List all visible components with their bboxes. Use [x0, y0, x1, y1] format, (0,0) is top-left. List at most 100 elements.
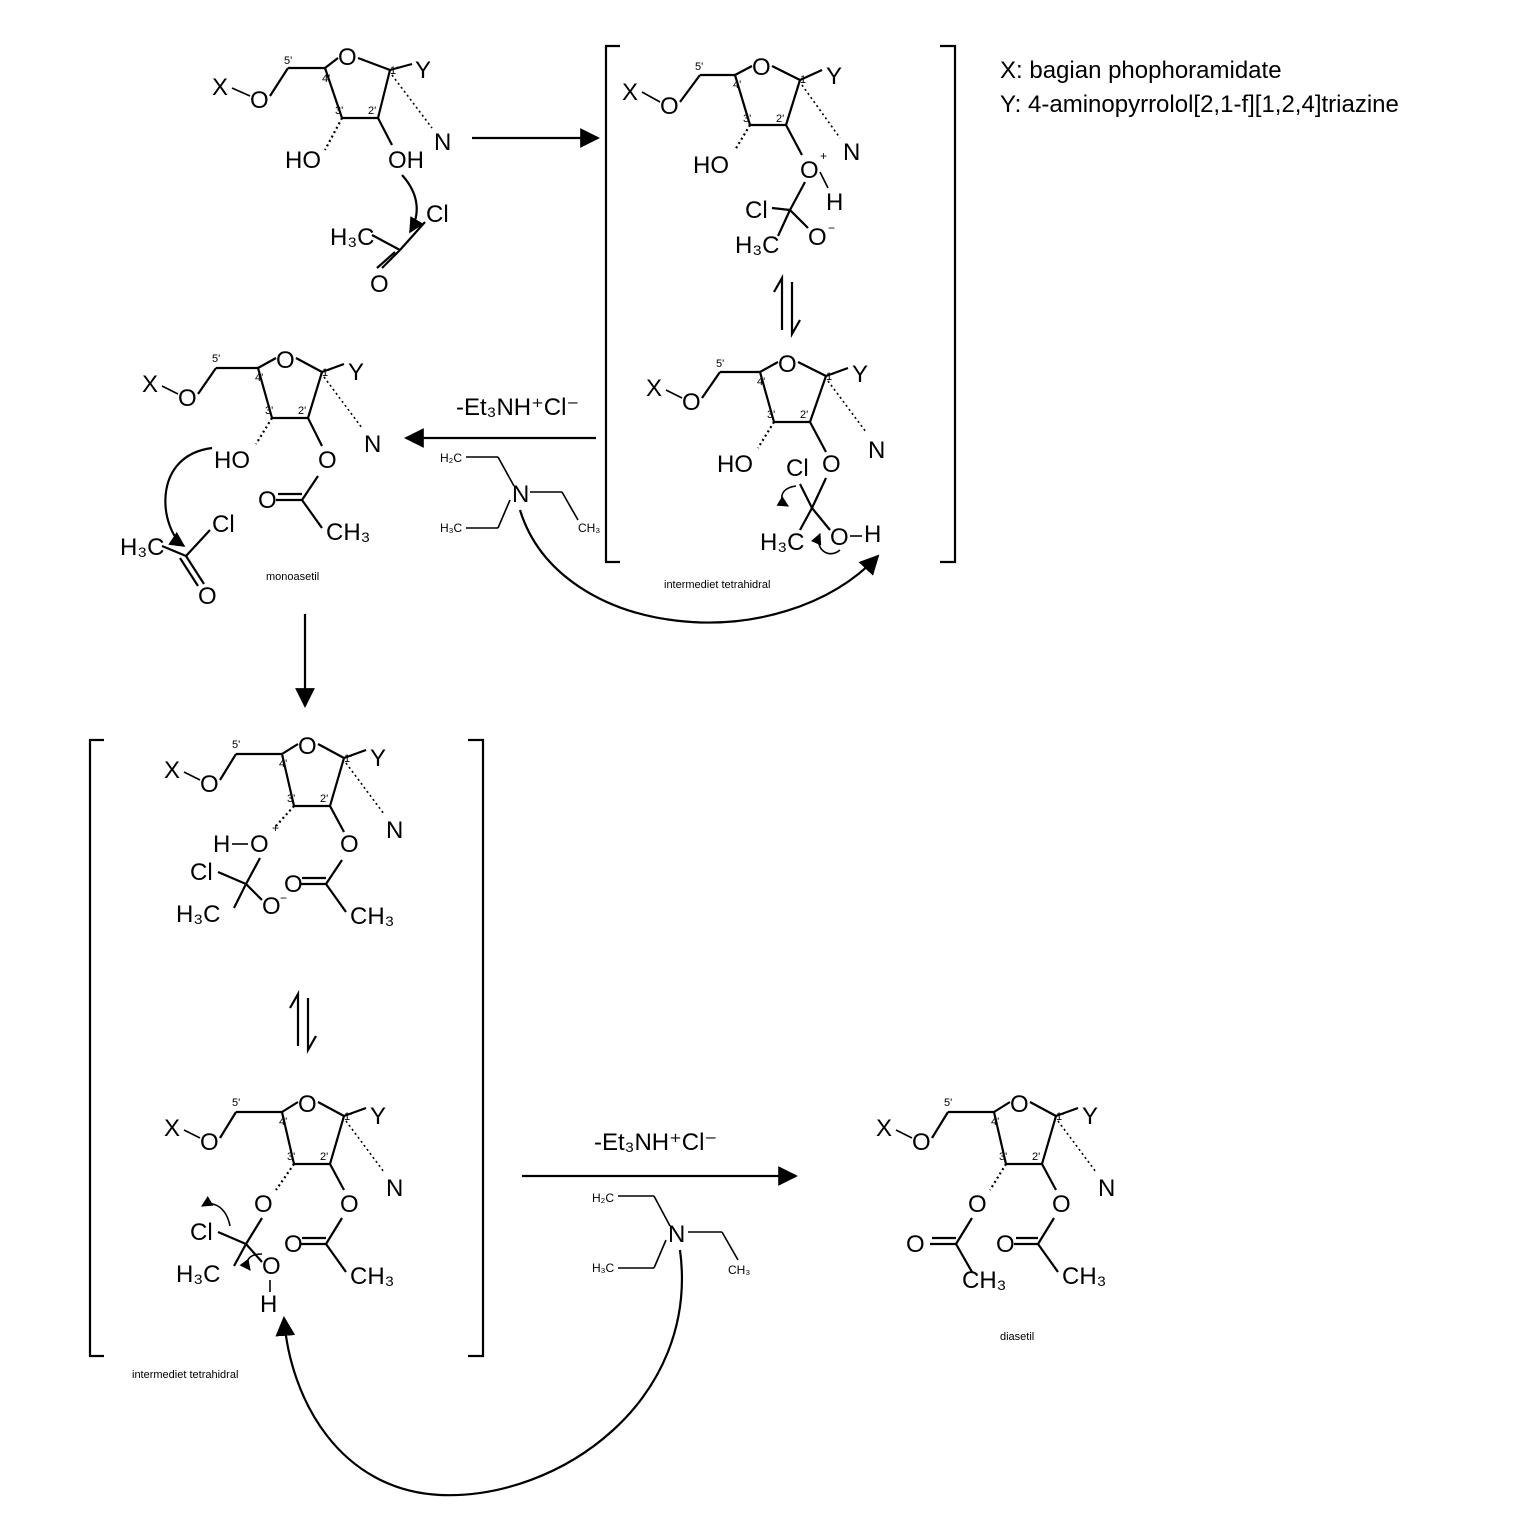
svg-text:O: O	[906, 1231, 925, 1258]
svg-text:4': 4'	[279, 758, 287, 770]
svg-text:1': 1'	[826, 371, 834, 383]
svg-text:3': 3'	[335, 105, 343, 117]
svg-text:+: +	[820, 149, 827, 163]
byproduct-label-1: -Et₃NH⁺Cl⁻	[456, 394, 579, 421]
svg-text:Y: Y	[370, 745, 386, 772]
svg-text:Y: Y	[415, 57, 431, 84]
svg-text:O: O	[968, 1191, 987, 1218]
svg-text:H₃C: H₃C	[440, 521, 463, 535]
svg-text:2': 2'	[368, 105, 376, 117]
svg-text:O: O	[338, 44, 357, 71]
svg-text:OH: OH	[388, 147, 424, 174]
svg-text:O: O	[800, 157, 819, 184]
svg-text:3': 3'	[265, 405, 273, 417]
svg-text:Y: Y	[348, 359, 364, 386]
svg-text:H₃C: H₃C	[760, 529, 804, 556]
svg-text:HO: HO	[214, 447, 250, 474]
proton-transfer-arrow-1	[518, 509, 880, 624]
svg-text:2': 2'	[776, 113, 784, 125]
svg-text:O: O	[298, 733, 317, 760]
svg-text:2': 2'	[320, 793, 328, 805]
svg-text:−: −	[280, 891, 287, 905]
svg-text:Cl: Cl	[745, 197, 768, 224]
svg-text:Cl: Cl	[190, 859, 213, 886]
svg-text:H₂C: H₂C	[440, 451, 462, 465]
svg-text:O: O	[298, 1091, 317, 1118]
svg-text:CH₃: CH₃	[728, 1263, 750, 1277]
svg-text:CH₃: CH₃	[350, 1263, 394, 1290]
svg-text:1': 1'	[344, 1111, 352, 1123]
svg-text:Cl: Cl	[190, 1219, 213, 1246]
svg-text:X: X	[164, 1115, 180, 1142]
svg-text:X: X	[622, 79, 638, 106]
svg-text:O: O	[254, 1191, 273, 1218]
caption-monoacetyl: monoasetil	[266, 571, 319, 583]
svg-text:HO: HO	[285, 147, 321, 174]
svg-text:1': 1'	[1056, 1111, 1064, 1123]
svg-text:O: O	[178, 385, 197, 412]
svg-text:O: O	[340, 1191, 359, 1218]
svg-text:5': 5'	[716, 358, 724, 370]
svg-text:H: H	[826, 189, 843, 216]
tetrahedral-intermediate-c: X O 5' O 4' 3' 2' 1' Y N O O CH₃ H O + C…	[164, 733, 403, 930]
byproduct-label-2: -Et₃NH⁺Cl⁻	[594, 1129, 717, 1156]
svg-text:H: H	[864, 521, 881, 548]
svg-text:4': 4'	[733, 79, 741, 91]
svg-text:O: O	[262, 1253, 281, 1280]
svg-text:N: N	[434, 129, 451, 156]
svg-text:4': 4'	[255, 372, 263, 384]
svg-text:5': 5'	[232, 739, 240, 751]
bracket-2	[88, 738, 485, 1358]
svg-text:O: O	[284, 871, 303, 898]
svg-text:O: O	[682, 389, 701, 416]
svg-text:CH₃: CH₃	[326, 519, 370, 546]
svg-text:Cl: Cl	[212, 511, 235, 538]
svg-text:O: O	[778, 351, 797, 378]
svg-text:N: N	[868, 437, 885, 464]
svg-text:2': 2'	[298, 405, 306, 417]
svg-text:5': 5'	[212, 353, 220, 365]
svg-text:5': 5'	[944, 1097, 952, 1109]
svg-text:N: N	[386, 817, 403, 844]
caption-tetrahedral-2: intermediet tetrahidral	[132, 1369, 238, 1381]
svg-text:N: N	[386, 1175, 403, 1202]
svg-text:1': 1'	[390, 65, 398, 77]
svg-text:N: N	[512, 481, 529, 508]
svg-text:2': 2'	[320, 1151, 328, 1163]
starting-material: X O 5' O 4' 3' 2' 1' Y N HO OH H₃C Cl O	[212, 44, 451, 298]
svg-text:HO: HO	[693, 152, 729, 179]
bracket-1	[604, 44, 957, 564]
svg-text:N: N	[843, 139, 860, 166]
svg-text:H: H	[260, 1291, 277, 1318]
svg-text:+: +	[272, 821, 279, 835]
svg-text:O: O	[808, 224, 827, 251]
tetrahedral-intermediate-a: X O 5' O 4' 3' 2' 1' Y N HO O + H Cl O −…	[622, 54, 860, 259]
svg-text:O: O	[258, 487, 277, 514]
svg-text:2': 2'	[800, 409, 808, 421]
svg-text:O: O	[262, 893, 281, 920]
caption-tetrahedral-1: intermediet tetrahidral	[664, 579, 770, 591]
svg-text:H₃C: H₃C	[735, 232, 779, 259]
svg-text:3': 3'	[287, 1151, 295, 1163]
svg-text:Cl: Cl	[426, 201, 449, 228]
svg-text:CH₃: CH₃	[578, 521, 600, 535]
svg-text:5': 5'	[284, 55, 292, 67]
svg-text:X: X	[164, 757, 180, 784]
svg-text:4': 4'	[322, 73, 330, 85]
svg-text:Y: Y	[826, 63, 842, 90]
svg-text:O: O	[370, 271, 389, 298]
svg-text:O: O	[318, 447, 337, 474]
legend-x: X: bagian phophoramidate	[1000, 57, 1282, 84]
svg-text:2': 2'	[1032, 1151, 1040, 1163]
svg-text:4': 4'	[757, 376, 765, 388]
svg-text:3': 3'	[999, 1151, 1007, 1163]
svg-text:X: X	[646, 375, 662, 402]
svg-text:1': 1'	[800, 74, 808, 86]
monoacetyl: X O 5' O 4' 3' 2' 1' Y N HO O O CH₃ H₃C …	[120, 347, 381, 610]
svg-text:CH₃: CH₃	[962, 1267, 1006, 1294]
svg-text:O: O	[752, 54, 771, 81]
proton-transfer-arrow-2	[275, 1249, 683, 1497]
svg-text:X: X	[212, 74, 228, 101]
svg-text:O: O	[660, 93, 679, 120]
